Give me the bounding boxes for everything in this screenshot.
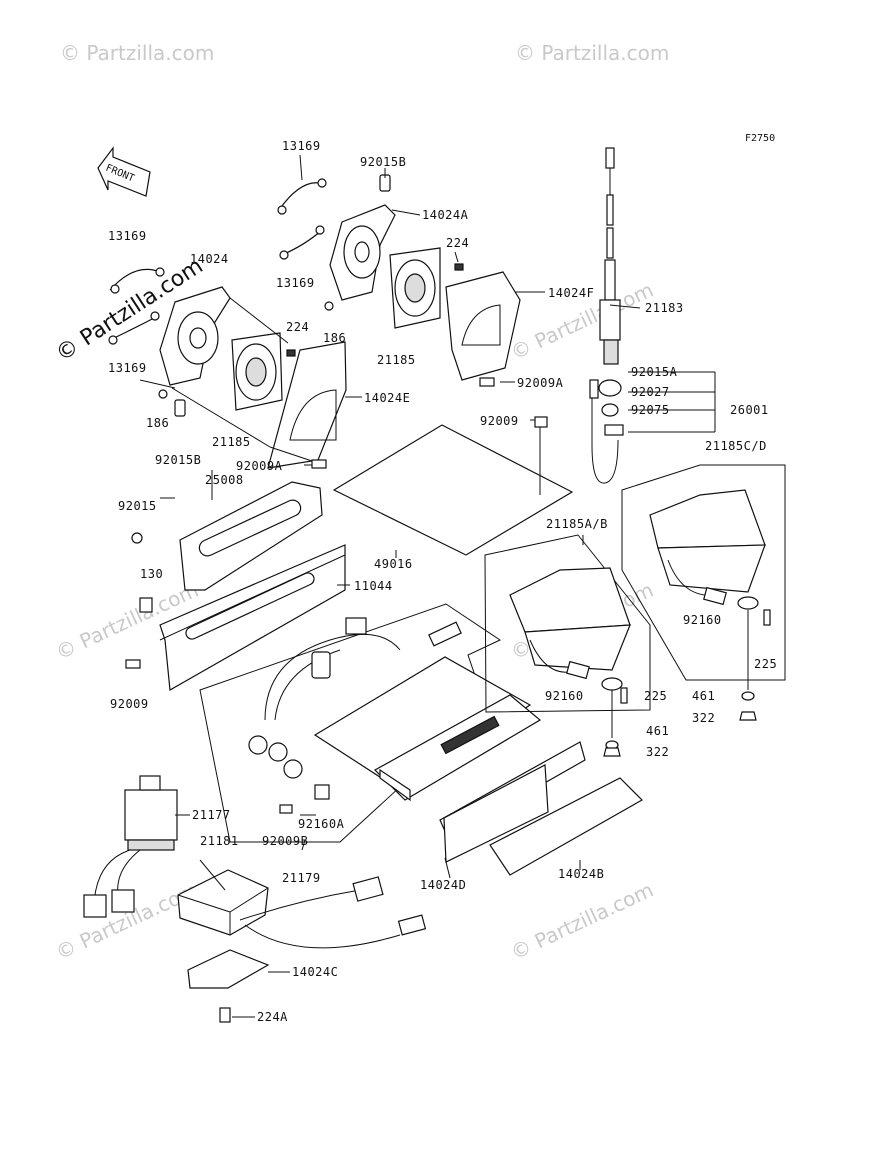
part-label[interactable]: 14024E	[364, 391, 410, 405]
part-label[interactable]: 14024D	[420, 878, 466, 892]
part-label[interactable]: 14024	[190, 252, 229, 266]
radio-unit	[199, 603, 643, 876]
part-label[interactable]: 130	[140, 567, 163, 581]
upper-speaker-assembly	[277, 174, 521, 387]
part-label[interactable]: 21185C/D	[705, 439, 767, 453]
part-label[interactable]: 92027	[631, 385, 670, 399]
speaker-covers	[484, 464, 786, 757]
part-label[interactable]: 224A	[257, 1010, 288, 1024]
part-label[interactable]: 92075	[631, 403, 670, 417]
watermark: © Partzilla.com	[515, 41, 669, 65]
part-label[interactable]: 25008	[205, 473, 244, 487]
part-label[interactable]: 92015	[118, 499, 157, 513]
part-label[interactable]: 92015B	[155, 453, 201, 467]
part-label[interactable]: 21183	[645, 301, 684, 315]
front-arrow-icon: FRONT	[97, 146, 151, 197]
part-label[interactable]: 92160	[545, 689, 584, 703]
part-label[interactable]: 92009	[110, 697, 149, 711]
part-label[interactable]: 21181	[200, 834, 239, 848]
part-label[interactable]: 13169	[108, 361, 147, 375]
part-label[interactable]: 92160A	[298, 817, 345, 831]
part-label[interactable]: 186	[323, 331, 346, 345]
part-label[interactable]: 13169	[276, 276, 315, 290]
part-label[interactable]: 14024C	[292, 965, 338, 979]
board-and-brackets	[125, 416, 574, 691]
part-label[interactable]: 92009	[480, 414, 519, 428]
figure-ref: F2750	[745, 133, 775, 144]
part-label[interactable]: 14024B	[558, 867, 604, 881]
part-label[interactable]: 14024F	[548, 286, 594, 300]
part-label[interactable]: 461	[692, 689, 715, 703]
antenna-assembly	[589, 147, 716, 484]
part-label[interactable]: 13169	[108, 229, 147, 243]
part-label[interactable]: 21185A/B	[546, 517, 608, 531]
part-label[interactable]: 224	[286, 320, 309, 334]
part-label[interactable]: 26001	[730, 403, 769, 417]
part-label[interactable]: 92009B	[262, 834, 308, 848]
part-label[interactable]: 322	[692, 711, 715, 725]
leader-lines	[160, 154, 641, 1018]
part-label[interactable]: 92015A	[631, 365, 678, 379]
part-label[interactable]: 92009A	[517, 376, 564, 390]
part-label[interactable]: 21185	[212, 435, 251, 449]
controller-components	[83, 775, 427, 1023]
part-label[interactable]: 49016	[374, 557, 413, 571]
left-speaker-assembly	[108, 267, 347, 469]
part-label[interactable]: 186	[146, 416, 169, 430]
watermark: © Partzilla.com	[507, 878, 657, 965]
part-label[interactable]: 224	[446, 236, 469, 250]
part-label[interactable]: 21177	[192, 808, 231, 822]
part-label[interactable]: 13169	[282, 139, 321, 153]
part-label[interactable]: 461	[646, 724, 669, 738]
part-label[interactable]: 11044	[354, 579, 393, 593]
part-label[interactable]: 322	[646, 745, 669, 759]
part-label[interactable]: 225	[644, 689, 667, 703]
part-label[interactable]: 92009A	[236, 459, 283, 473]
part-label[interactable]: 21179	[282, 871, 321, 885]
part-label[interactable]: 92160	[683, 613, 722, 627]
part-label[interactable]: 14024A	[422, 208, 469, 222]
part-labels: 13169 92015B 14024A 224 13169 13169 1402…	[108, 139, 777, 1024]
part-label[interactable]: 21185	[377, 353, 416, 367]
watermark: © Partzilla.com	[60, 41, 214, 65]
part-label[interactable]: 92015B	[360, 155, 406, 169]
part-label[interactable]: 225	[754, 657, 777, 671]
